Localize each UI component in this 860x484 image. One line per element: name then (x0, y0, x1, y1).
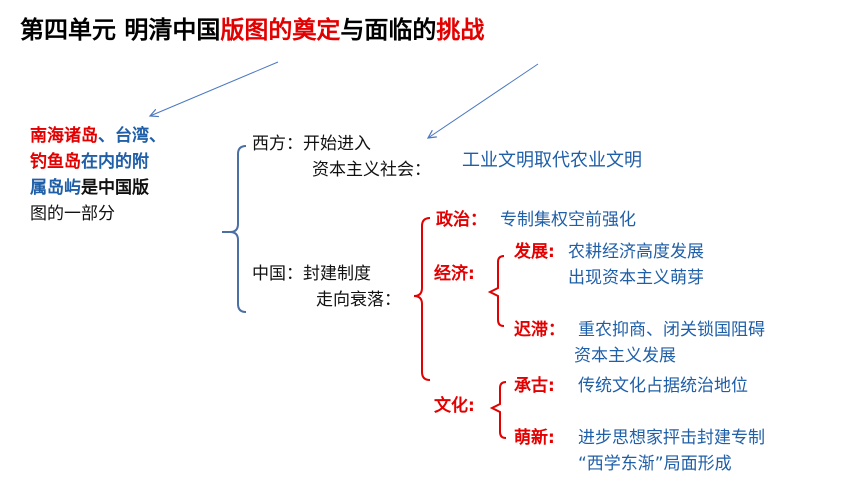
china-bracket (413, 217, 431, 381)
title-part-3: 与面临的 (340, 16, 437, 44)
culture-bracket (489, 381, 507, 439)
west-line-1: 西方：开始进入 (252, 134, 371, 154)
china-line-2: 走向衰落： (316, 290, 401, 310)
left-line-3: 属岛屿是中国版 (30, 178, 149, 198)
left-line-4: 图的一部分 (30, 204, 115, 224)
economy-develop-1: 农耕经济高度发展 (568, 242, 704, 262)
culture-inherit-text: 传统文化占据统治地位 (578, 376, 748, 396)
left-line-1: 南海诸岛、台湾、 (30, 126, 166, 146)
left-line-2: 钓鱼岛在内的附 (30, 152, 149, 172)
economy-bracket (487, 255, 505, 327)
economy-stagnate-2: 资本主义发展 (574, 346, 676, 366)
culture-sprout-label: 萌新: (514, 428, 555, 448)
title-arrow-right (428, 63, 539, 138)
economy-develop-2: 出现资本主义萌芽 (568, 268, 704, 288)
economy-develop-label: 发展: (514, 242, 555, 262)
economy-label: 经济: (434, 264, 475, 284)
culture-inherit-label: 承古: (514, 376, 555, 396)
title-part-1: 第四单元 明清中国 (20, 16, 221, 44)
culture-sprout-2: “西学东渐”局面形成 (578, 454, 732, 474)
economy-stagnate-label: 迟滞： (514, 320, 565, 340)
title-arrow-left (150, 61, 279, 116)
west-result: 工业文明取代农业文明 (462, 150, 642, 171)
politics-text: 专制集权空前强化 (500, 210, 636, 230)
title-part-2: 版图的奠定 (220, 16, 341, 44)
main-bracket (229, 145, 247, 313)
page-title: 第四单元 明清中国版图的奠定与面临的挑战 (20, 18, 484, 42)
west-line-2: 资本主义社会： (312, 160, 431, 180)
economy-stagnate-1: 重农抑商、闭关锁国阻碍 (578, 320, 765, 340)
culture-label: 文化: (434, 396, 475, 416)
culture-sprout-1: 进步思想家抨击封建专制 (578, 428, 765, 448)
china-line-1: 中国：封建制度 (252, 264, 371, 284)
title-part-4: 挑战 (436, 16, 485, 44)
politics-label: 政治： (436, 210, 487, 230)
